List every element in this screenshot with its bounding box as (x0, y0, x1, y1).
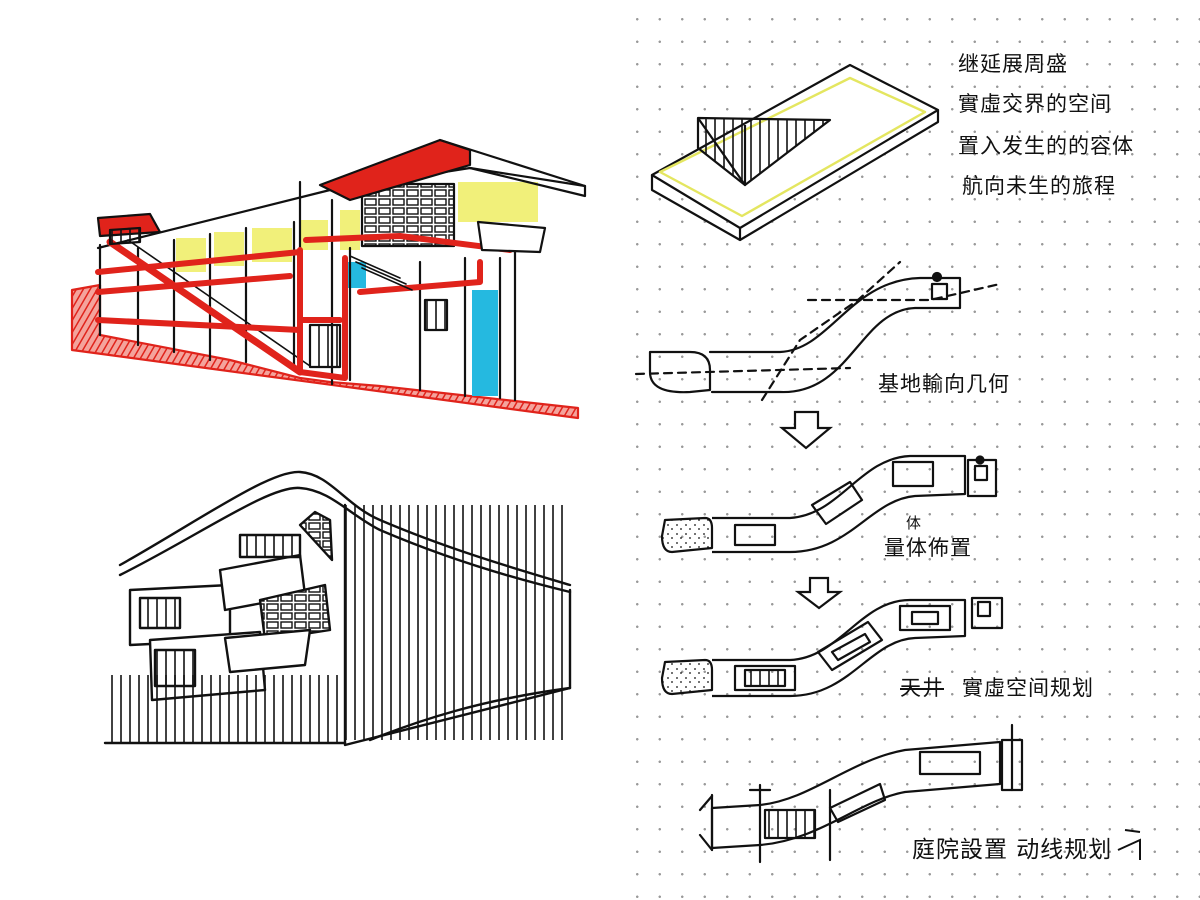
step3-struck-label: 天井 (900, 676, 944, 700)
step-arrow-2 (794, 576, 844, 610)
step2-small-label: 体 (906, 514, 923, 532)
note-line-4: 航向未生的旅程 (962, 174, 1116, 198)
step-arrow-1 (778, 410, 834, 450)
step4-label: 庭院設置 动线规划 (912, 837, 1113, 863)
note-line-1: 继延展周盛 (958, 52, 1068, 76)
courtyard-circulation-diagram (698, 723, 1024, 864)
note-line-2: 實虛交界的空间 (958, 92, 1112, 116)
step2-label: 量体佈置 (884, 536, 972, 560)
site-geometry-diagram (634, 260, 1002, 402)
ink-perspective-sketch (103, 470, 572, 747)
step3-label: 實虛空间规划 (962, 676, 1094, 700)
volume-arrangement-diagram (660, 454, 998, 554)
colored-section-sketch (70, 138, 587, 420)
solid-void-diagram (660, 596, 1004, 698)
axonometric-diagram (650, 63, 940, 242)
step1-label: 基地輸向几何 (878, 372, 1010, 396)
signature (1117, 829, 1141, 860)
note-line-3: 置入发生的的容体 (958, 134, 1134, 158)
